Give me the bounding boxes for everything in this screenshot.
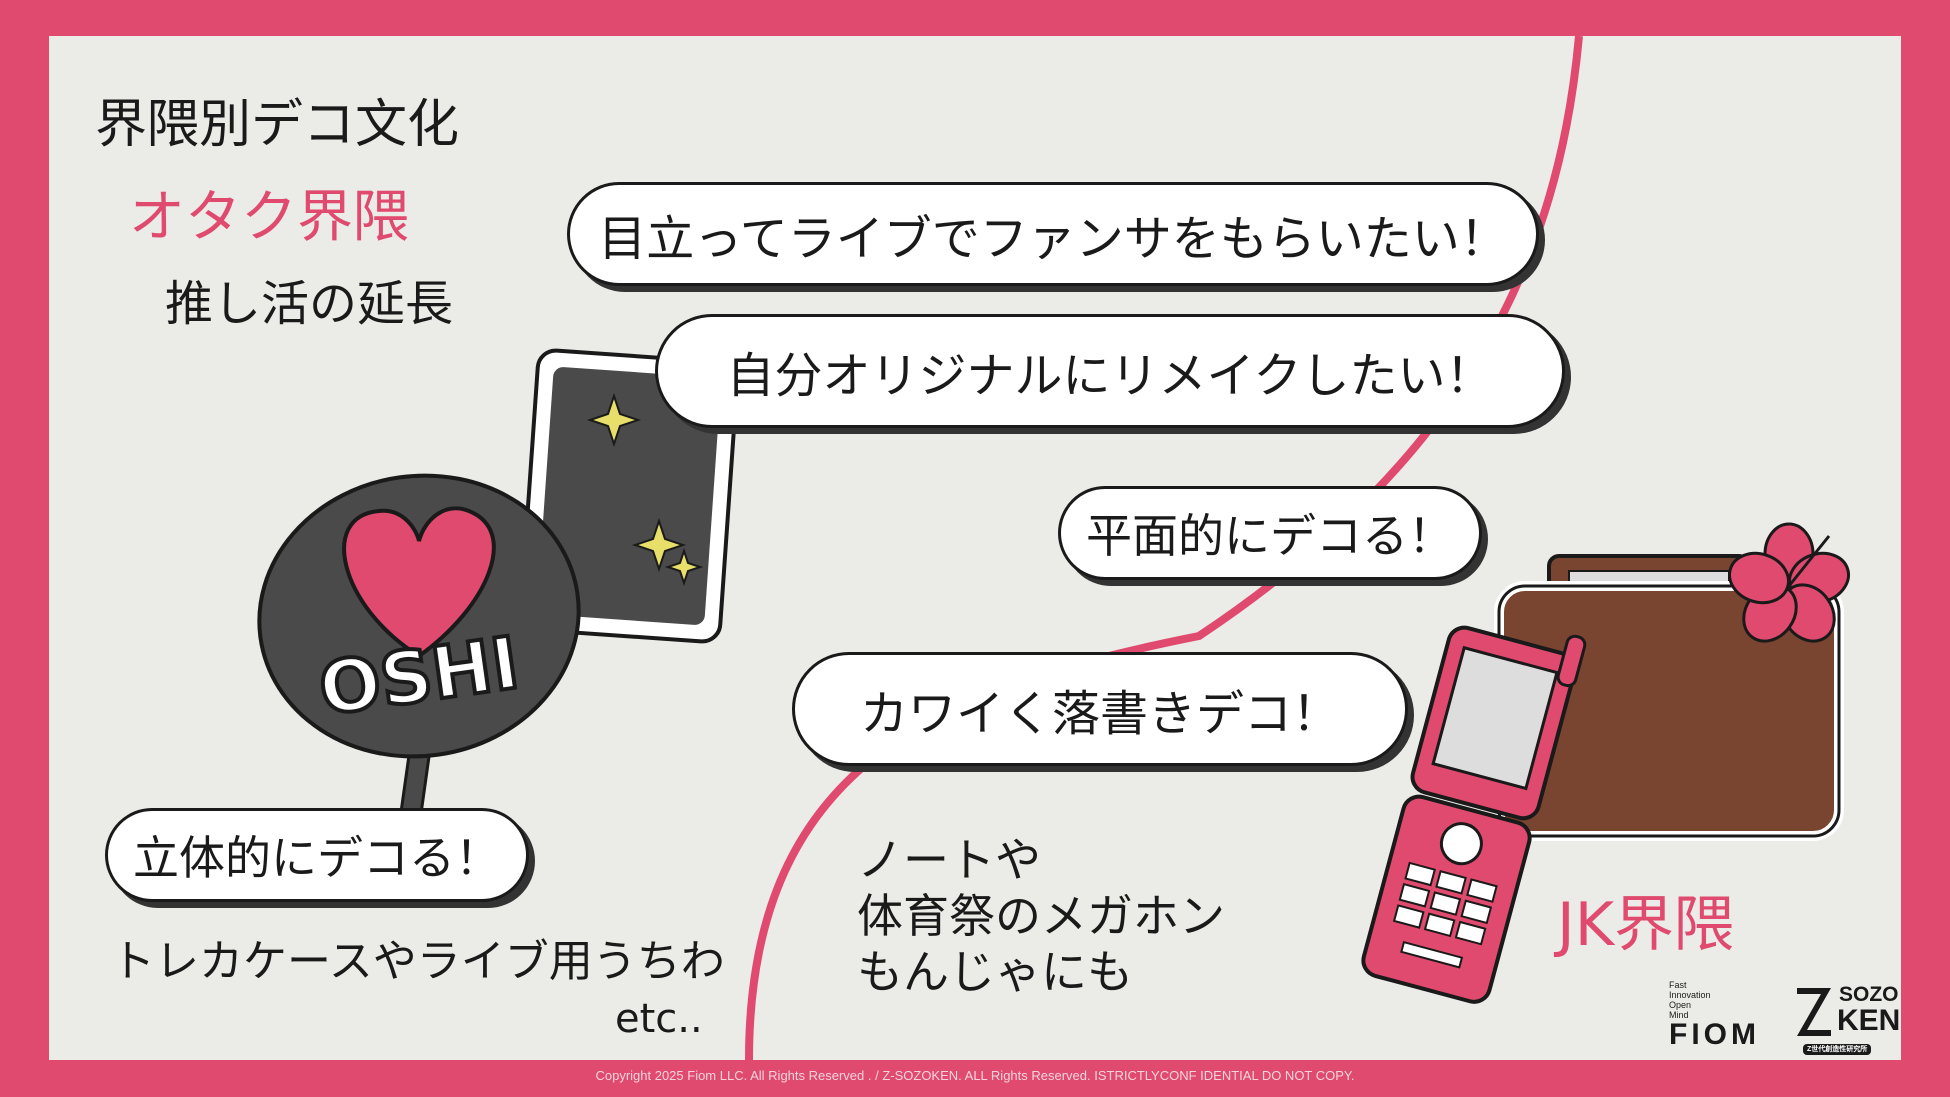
slide-panel: 界隈別デコ文化 オタク界隈 推し活の延長 OSHI 目立ってライブでファンサをも… (49, 36, 1901, 1060)
speech-bubble: 自分オリジナルにリメイクしたい！ (655, 314, 1565, 428)
page-title: 界隈別デコ文化 (95, 95, 460, 155)
trading-card-case-illustration (518, 348, 740, 644)
otaku-subheading: 推し活の延長 (165, 276, 454, 332)
speech-bubble: 目立ってライブでファンサをもらいたい！ (567, 182, 1539, 286)
speech-bubble: カワイく落書きデコ！ (792, 652, 1408, 766)
jk-heading: JK界隈 (1557, 890, 1735, 960)
heart-icon (342, 506, 496, 659)
sparkle-icon (664, 547, 704, 587)
sparkle-icon (586, 392, 642, 448)
z-mark-icon (1797, 988, 1831, 1036)
otaku-heading: オタク界隈 (129, 185, 409, 250)
uchiwa-fan-illustration: OSHI (257, 473, 581, 849)
flip-phone-illustration (1361, 625, 1587, 1004)
speech-bubble: 平面的にデコる！ (1058, 486, 1482, 580)
sozoken-logo: SOZO KEN Z世代創造性研究所 (1795, 984, 1900, 1060)
jk-examples: ノートや 体育祭のメガホン もんじゃにも (857, 833, 1225, 999)
speech-bubble: 立体的にデコる！ (105, 808, 529, 902)
etc-label: etc.. (615, 996, 703, 1042)
copyright-notice: Copyright 2025 Fiom LLC. All Rights Rese… (595, 1068, 1355, 1083)
otaku-examples: トレカケースやライブ用うちわ (111, 936, 725, 987)
hibiscus-icon (1728, 522, 1850, 643)
sparkle-icon (631, 517, 687, 573)
